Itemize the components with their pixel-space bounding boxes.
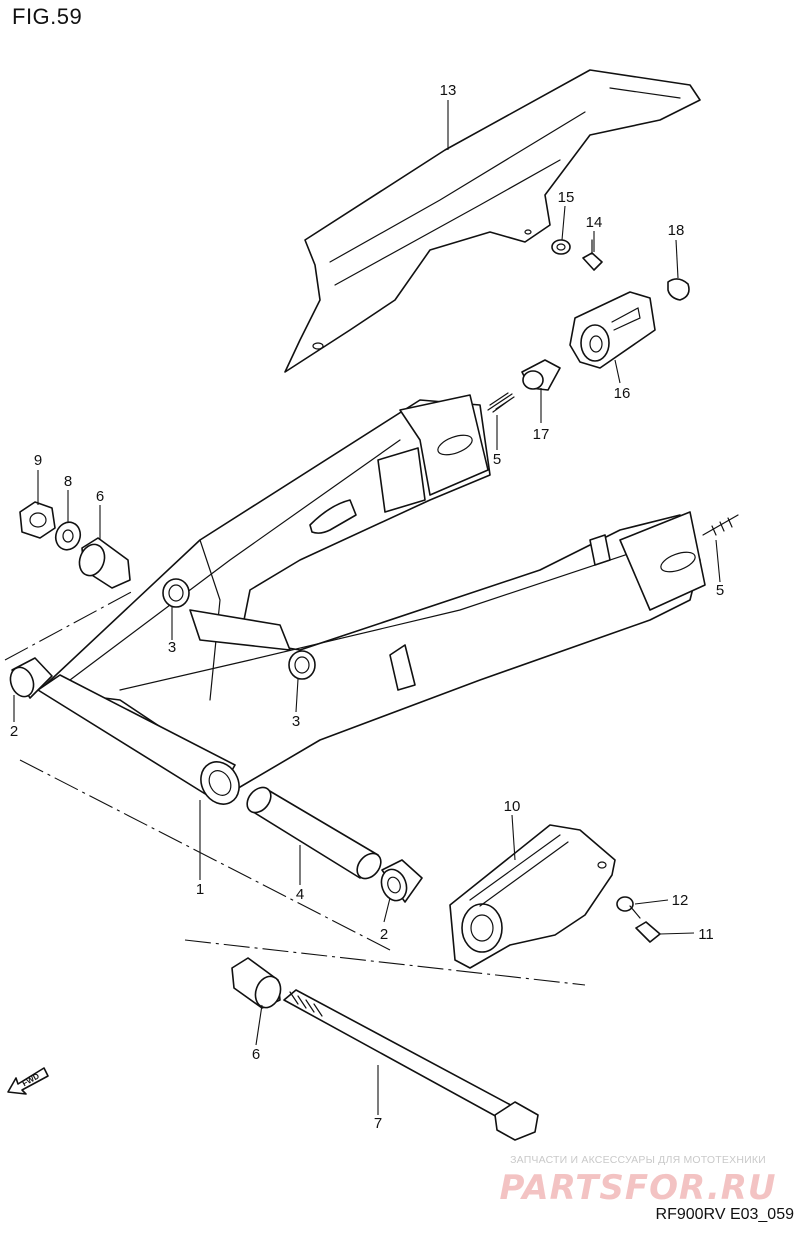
watermark: ЗАПЧАСТИ И АКСЕССУАРЫ ДЛЯ МОТОТЕХНИКИ PA… xyxy=(488,1154,788,1208)
callout-6-upper: 6 xyxy=(95,488,105,505)
collar-17 xyxy=(521,359,561,391)
leader-6-lower xyxy=(255,1004,263,1046)
alignment-line-bottom xyxy=(184,939,586,986)
callout-18: 18 xyxy=(667,222,685,239)
callout-15: 15 xyxy=(557,189,575,206)
alignment-line-pivot xyxy=(19,759,391,951)
forward-marker: FWD xyxy=(6,1060,50,1105)
callout-12: 12 xyxy=(671,892,689,909)
callout-14: 14 xyxy=(585,214,603,231)
callout-9: 9 xyxy=(33,452,43,469)
pivot-shaft-7 xyxy=(283,989,539,1141)
swingarm xyxy=(37,394,706,805)
callout-5-lower: 5 xyxy=(715,582,725,599)
alignment-line-left xyxy=(4,589,136,661)
leader-18 xyxy=(675,239,679,279)
callout-13: 13 xyxy=(439,82,457,99)
bearing-2-left xyxy=(9,657,53,699)
bearing-3-lower xyxy=(288,650,316,680)
clip-18 xyxy=(667,278,690,301)
chain-adjuster xyxy=(569,291,656,369)
collar-6-upper xyxy=(78,537,131,589)
callout-8: 8 xyxy=(63,473,73,490)
callout-11: 11 xyxy=(698,926,714,943)
collar-6-lower xyxy=(231,957,282,1009)
leader-15 xyxy=(561,205,566,241)
bolt-11 xyxy=(629,905,661,943)
chain-cover xyxy=(284,69,701,373)
callout-3-lower: 3 xyxy=(291,713,301,730)
callout-5-upper: 5 xyxy=(492,451,502,468)
callout-4: 4 xyxy=(295,886,305,903)
callout-2-right: 2 xyxy=(379,926,389,943)
leader-3-lower xyxy=(295,678,299,713)
leader-12 xyxy=(634,899,669,905)
chain-guide-10 xyxy=(449,824,616,969)
leader-10 xyxy=(511,814,516,861)
leader-5-lower xyxy=(715,539,721,583)
leader-2-right xyxy=(383,897,391,923)
forward-arrow-icon: FWD xyxy=(7,1067,49,1095)
diagram-code: RF900RV E03_059 xyxy=(655,1206,794,1223)
washer-8 xyxy=(54,521,82,551)
nut-12 xyxy=(616,896,634,912)
spacer-4 xyxy=(246,786,382,880)
figure-title: FIG.59 xyxy=(12,4,83,29)
adjuster-bolt-upper xyxy=(487,392,515,413)
callout-16: 16 xyxy=(613,385,631,402)
bolt-14 xyxy=(582,239,603,271)
bearing-2-right xyxy=(380,859,423,903)
callout-1: 1 xyxy=(195,881,205,898)
callout-7: 7 xyxy=(373,1115,383,1132)
watermark-logo: PARTSFOR.RU xyxy=(499,1168,777,1208)
callout-17: 17 xyxy=(532,426,550,443)
nut-9 xyxy=(19,501,56,539)
callout-2-left: 2 xyxy=(9,723,19,740)
adjuster-bolt-lower xyxy=(702,514,739,536)
bearing-3-upper xyxy=(162,578,190,608)
callout-10: 10 xyxy=(503,798,521,815)
callout-3-upper: 3 xyxy=(167,639,177,656)
leader-11 xyxy=(659,932,695,935)
watermark-subtitle: ЗАПЧАСТИ И АКСЕССУАРЫ ДЛЯ МОТОТЕХНИКИ xyxy=(510,1154,766,1166)
leader-16 xyxy=(614,359,621,384)
nut-15 xyxy=(551,239,571,255)
callout-6-lower: 6 xyxy=(251,1046,261,1063)
